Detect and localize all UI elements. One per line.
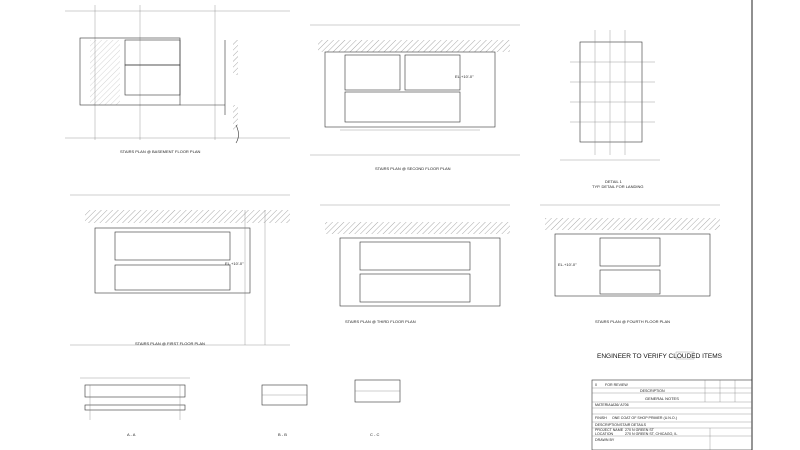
section-c-label: C - C bbox=[370, 432, 379, 437]
clouded-items-note: ENGINEER TO VERIFY CLOUDED ITEMS bbox=[597, 353, 723, 360]
elevation-label: EL.+10'-0" bbox=[558, 262, 577, 267]
second-plan-label: STAIRS PLAN @ SECOND FLOOR PLAN bbox=[375, 166, 451, 171]
location-value: 270 N GREEN ST, CHICAGO, IL bbox=[625, 432, 677, 436]
description-label: DESCRIPTION bbox=[595, 423, 620, 427]
elevation-label: EL.+10'-0" bbox=[225, 261, 244, 266]
project-value: 270 N GREEN ST bbox=[625, 428, 655, 432]
elevation-label: EL.+10'-0" bbox=[455, 74, 474, 79]
rev-number: 0 bbox=[595, 383, 597, 387]
title-block: 0 FOR REVIEW DESCRIPTION GENERAL NOTES M… bbox=[591, 379, 753, 450]
first-floor-plan: EL.+10'-0" STAIRS PLAN @ FIRST FLOOR PLA… bbox=[70, 194, 290, 346]
second-floor-plan: EL.+10'-0" STAIRS PLAN @ SECOND FLOOR PL… bbox=[310, 24, 520, 171]
project-label: PROJECT NAME bbox=[595, 428, 624, 432]
section-a-label: A - A bbox=[127, 432, 136, 437]
title-block-title: GENERAL NOTES bbox=[645, 396, 679, 401]
rev-header: DESCRIPTION bbox=[640, 389, 665, 393]
material-label: MATERIAL bbox=[595, 403, 613, 407]
section-c: C - C bbox=[354, 379, 401, 437]
finish-value: ONE COAT OF SHOP PRIMER (U.N.O.) bbox=[612, 416, 677, 420]
fourth-floor-plan: EL.+10'-0" STAIRS PLAN @ FOURTH FLOOR PL… bbox=[540, 204, 720, 324]
detail-title: DETAIL 1 bbox=[605, 179, 623, 184]
basement-plan-label: STAIRS PLAN @ BASEMENT FLOOR PLAN bbox=[120, 149, 200, 154]
section-a: A - A bbox=[80, 377, 190, 437]
finish-label: FINISH bbox=[595, 416, 607, 420]
detail-subtitle: TYP. DETAIL FOR LANDING bbox=[592, 184, 644, 189]
location-label: LOCATION bbox=[595, 432, 614, 436]
third-plan-label: STAIRS PLAN @ THIRD FLOOR PLAN bbox=[345, 319, 416, 324]
section-b-label: B - B bbox=[278, 432, 287, 437]
drawn-by-label: DRAWN BY bbox=[595, 438, 615, 442]
fourth-plan-label: STAIRS PLAN @ FOURTH FLOOR PLAN bbox=[595, 319, 670, 324]
basement-plan: STAIRS PLAN @ BASEMENT FLOOR PLAN bbox=[65, 5, 290, 154]
rev-description: FOR REVIEW bbox=[605, 383, 628, 387]
section-b: B - B bbox=[261, 384, 308, 437]
description-value: STAIR DETAILS bbox=[620, 423, 647, 427]
detail-1: DETAIL 1 TYP. DETAIL FOR LANDING bbox=[560, 30, 660, 189]
material-value: A36/ A706 bbox=[612, 403, 629, 407]
first-plan-label: STAIRS PLAN @ FIRST FLOOR PLAN bbox=[135, 341, 205, 346]
third-floor-plan: STAIRS PLAN @ THIRD FLOOR PLAN bbox=[320, 204, 510, 324]
